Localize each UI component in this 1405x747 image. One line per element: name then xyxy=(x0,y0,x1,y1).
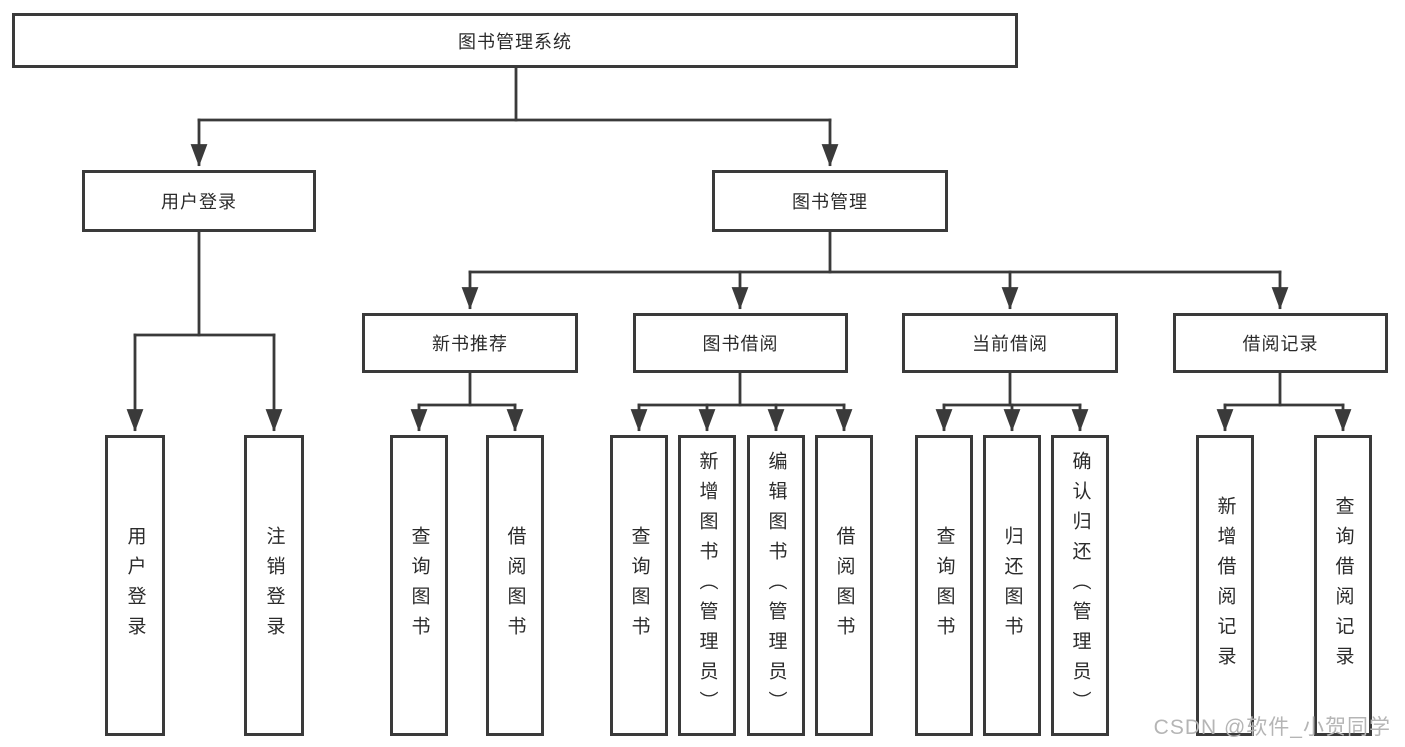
node-label: 新增图书（管理员） xyxy=(696,450,718,721)
node-label: 当前借阅 xyxy=(972,334,1048,354)
node-leaf-query-books-current: 查询图书 xyxy=(915,435,973,736)
node-label: 确认归还（管理员） xyxy=(1069,450,1091,721)
node-leaf-query-borrow-record: 查询借阅记录 xyxy=(1314,435,1372,736)
node-leaf-query-books-borrow: 查询图书 xyxy=(610,435,668,736)
node-label: 借阅记录 xyxy=(1242,334,1319,354)
node-book-management: 图书管理 xyxy=(712,170,948,232)
node-label: 图书管理 xyxy=(792,192,868,212)
node-label: 编辑图书（管理员） xyxy=(765,450,787,721)
node-root-library-system: 图书管理系统 xyxy=(12,13,1018,68)
node-leaf-borrow-books-borrow: 借阅图书 xyxy=(815,435,873,736)
node-user-login: 用户登录 xyxy=(82,170,316,232)
node-label: 查询图书 xyxy=(628,525,650,646)
node-label: 图书管理系统 xyxy=(458,31,572,52)
node-leaf-borrow-books-recommend: 借阅图书 xyxy=(486,435,544,736)
connector-new-book-recommend-children xyxy=(410,373,524,432)
node-leaf-confirm-return-admin: 确认归还（管理员） xyxy=(1051,435,1109,736)
node-label: 查询图书 xyxy=(933,525,955,646)
node-borrow-records: 借阅记录 xyxy=(1173,313,1388,373)
node-current-borrow: 当前借阅 xyxy=(902,313,1118,373)
node-label: 注销登录 xyxy=(263,525,285,646)
node-leaf-user-login: 用户登录 xyxy=(105,435,165,736)
node-label: 查询图书 xyxy=(408,525,430,646)
node-leaf-return-book: 归还图书 xyxy=(983,435,1041,736)
node-leaf-add-book-admin: 新增图书（管理员） xyxy=(678,435,736,736)
connector-root-to-level2 xyxy=(190,68,839,167)
node-label: 归还图书 xyxy=(1001,525,1023,646)
node-label: 用户登录 xyxy=(124,525,146,646)
node-label: 新增借阅记录 xyxy=(1214,495,1236,676)
node-label: 图书借阅 xyxy=(702,334,779,354)
connector-user-login-children xyxy=(126,232,283,432)
node-book-borrow: 图书借阅 xyxy=(633,313,848,373)
node-leaf-logout: 注销登录 xyxy=(244,435,304,736)
connector-book-borrow-children xyxy=(630,373,853,432)
node-leaf-query-books-recommend: 查询图书 xyxy=(390,435,448,736)
node-leaf-add-borrow-record: 新增借阅记录 xyxy=(1196,435,1254,736)
connector-borrow-records-children xyxy=(1216,373,1352,432)
node-label: 新书推荐 xyxy=(432,334,508,354)
node-new-book-recommend: 新书推荐 xyxy=(362,313,578,373)
node-label: 查询借阅记录 xyxy=(1332,495,1354,676)
node-leaf-edit-book-admin: 编辑图书（管理员） xyxy=(747,435,805,736)
connector-book-management-children xyxy=(461,232,1289,310)
node-label: 用户登录 xyxy=(161,192,237,212)
connector-current-borrow-children xyxy=(935,373,1089,432)
csdn-watermark: CSDN @软件_小贺同学 xyxy=(1153,716,1391,739)
node-label: 借阅图书 xyxy=(504,525,526,646)
node-label: 借阅图书 xyxy=(833,525,855,646)
